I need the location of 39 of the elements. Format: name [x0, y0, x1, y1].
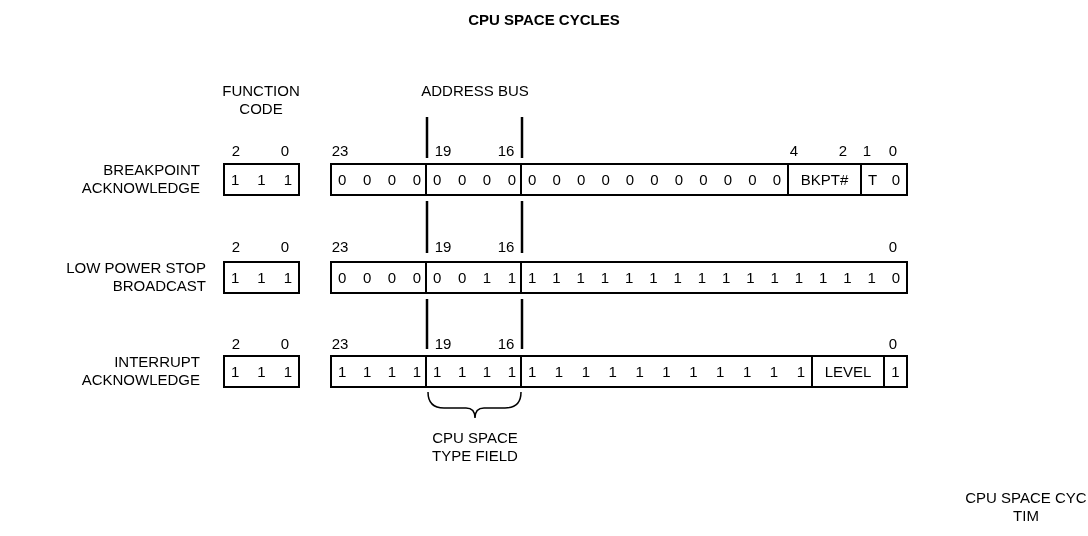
row-label: INTERRUPT ACKNOWLEDGE — [80, 353, 200, 389]
figure-id: CPU SPACE CYC TIM — [964, 489, 1088, 525]
bit-number: 23 — [330, 142, 350, 160]
bit-number: 19 — [433, 335, 453, 353]
bit-field: BKPT# — [787, 163, 862, 196]
bit-number: 0 — [887, 335, 899, 353]
bit-field: 1 1 1 — [223, 355, 300, 388]
bit-number: 4 — [788, 142, 800, 160]
bit-number: 0 — [279, 238, 291, 256]
row-label: LOW POWER STOP BROADCAST — [65, 259, 206, 295]
bit-number: 23 — [330, 238, 350, 256]
bit-number: 0 — [279, 335, 291, 353]
bit-number: 2 — [230, 335, 242, 353]
bit-number: 2 — [837, 142, 849, 160]
field-heading: ADDRESS BUS — [420, 82, 530, 100]
bit-field: 1 1 1 — [223, 163, 300, 196]
bit-number: 16 — [496, 335, 516, 353]
bit-number: 1 — [861, 142, 873, 160]
bit-field: 1 1 1 1 1 1 1 1 1 1 1 1 1 1 1 0 — [520, 261, 908, 294]
bit-field: 1 1 1 — [223, 261, 300, 294]
bit-number: 19 — [433, 142, 453, 160]
bit-field: 0 0 0 0 0 0 0 0 0 0 0 — [520, 163, 789, 196]
bit-field: 1 — [883, 355, 908, 388]
title: CPU SPACE CYCLES — [467, 11, 621, 28]
bit-number: 2 — [230, 142, 242, 160]
bit-number: 0 — [887, 142, 899, 160]
bit-field: 1 1 1 1 1 1 1 1 1 1 1 — [520, 355, 813, 388]
bit-field: T 0 — [860, 163, 908, 196]
row-label: BREAKPOINT ACKNOWLEDGE — [80, 161, 200, 197]
bit-number: 16 — [496, 238, 516, 256]
bit-number: 0 — [279, 142, 291, 160]
bit-number: 19 — [433, 238, 453, 256]
annotation: CPU SPACE TYPE FIELD — [431, 429, 519, 465]
bit-number: 2 — [230, 238, 242, 256]
field-heading: FUNCTION CODE — [221, 82, 301, 118]
bit-number: 16 — [496, 142, 516, 160]
bit-field: LEVEL — [811, 355, 885, 388]
bit-number: 0 — [887, 238, 899, 256]
bit-number: 23 — [330, 335, 350, 353]
